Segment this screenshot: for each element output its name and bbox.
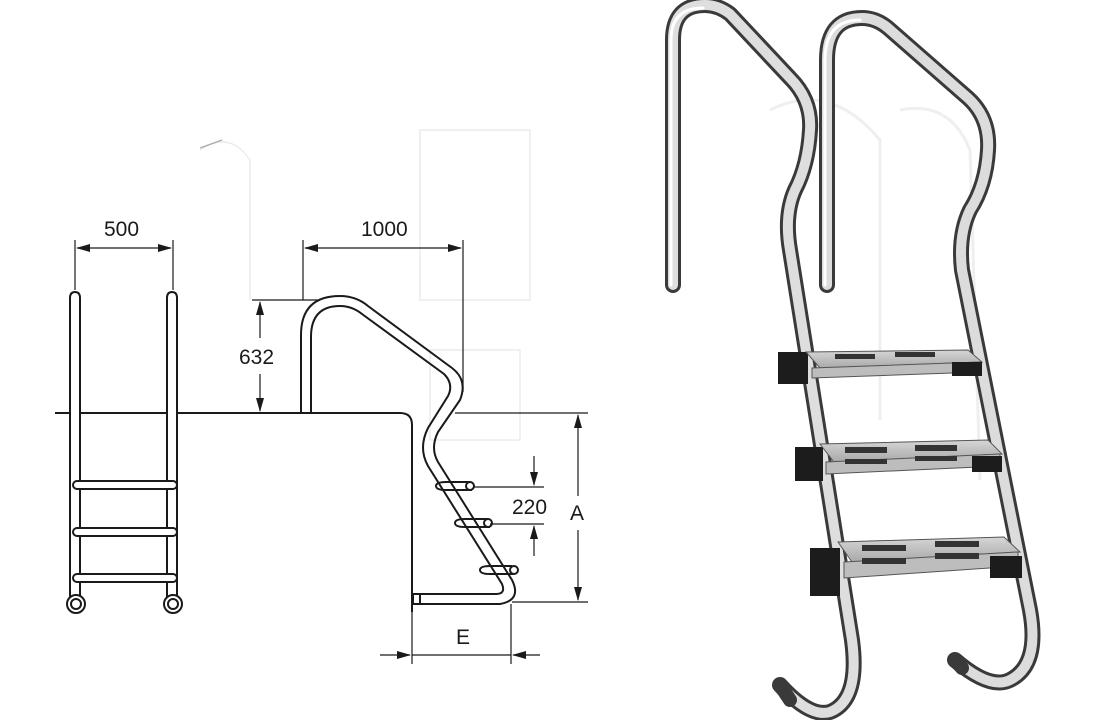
background-ghost-lines — [199, 129, 531, 441]
handrail-left — [665, 0, 862, 720]
dimension-e — [380, 604, 540, 664]
label-handrail-height: 632 — [239, 346, 275, 369]
photo-step-2 — [795, 439, 1004, 481]
dimension-500 — [74, 240, 174, 290]
front-view-ladder — [66, 290, 183, 614]
dimension-1000 — [302, 240, 464, 392]
technical-drawing — [55, 129, 588, 664]
side-view-ladder — [300, 294, 519, 605]
photo-step-3 — [810, 536, 1022, 596]
label-offset-e: E — [456, 626, 471, 649]
handrail-right — [819, 10, 1041, 691]
foot-tubes — [773, 653, 969, 707]
dimension-a — [455, 412, 588, 603]
stray-mark — [199, 139, 223, 149]
photo-ghost-background — [769, 98, 982, 481]
label-step-spacing: 220 — [512, 496, 548, 519]
label-front-width: 500 — [104, 218, 140, 241]
label-handrail-depth: 1000 — [361, 218, 408, 241]
dimension-220 — [474, 456, 544, 556]
photo-step-1 — [778, 349, 984, 384]
label-depth-a: A — [570, 502, 585, 525]
dimension-632 — [252, 299, 320, 412]
